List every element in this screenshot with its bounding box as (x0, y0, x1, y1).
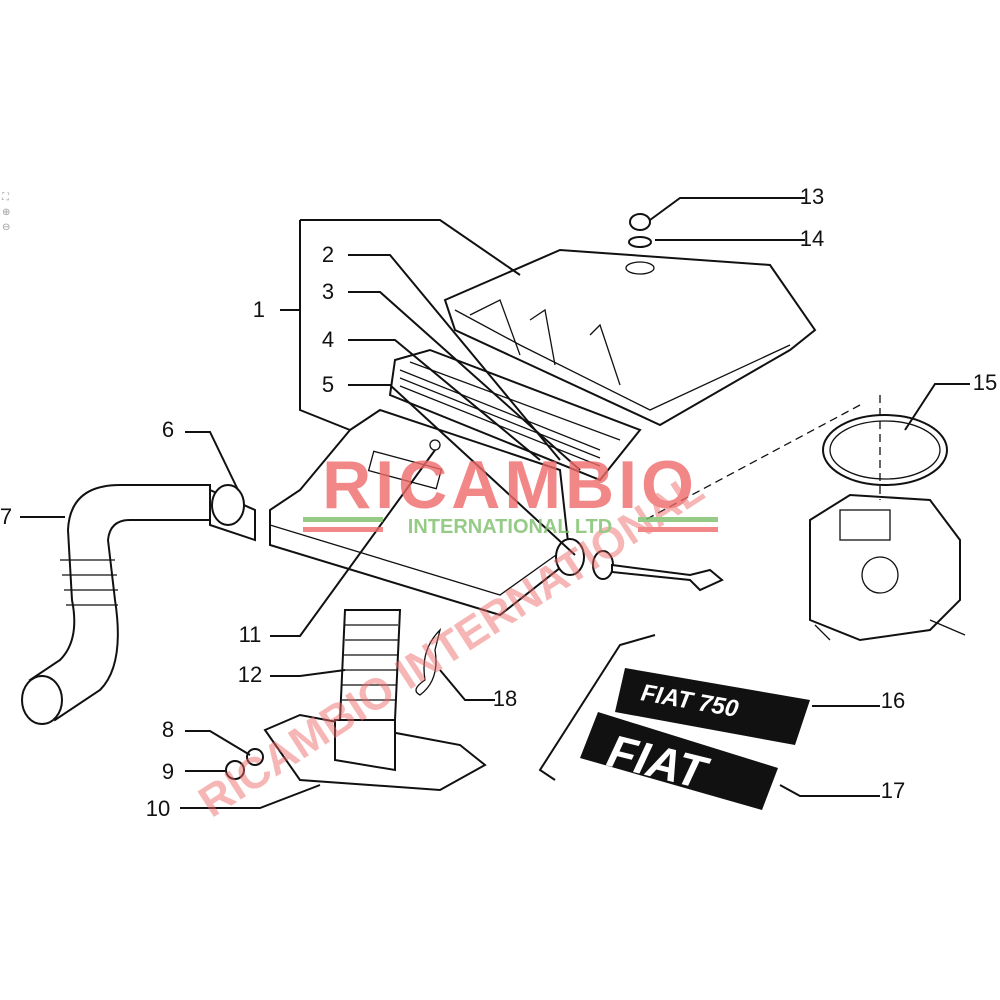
cap-washer (628, 236, 652, 248)
intake-hose (21, 484, 256, 725)
svg-text:FIAT: FIAT (603, 724, 715, 799)
gasket (822, 414, 948, 486)
callout-6: 6 (162, 417, 174, 442)
callout-10: 10 (146, 796, 170, 821)
zoom-in-icon[interactable]: ⊕ (2, 207, 11, 218)
svg-text:INTERNATIONAL LTD: INTERNATIONAL LTD (408, 516, 612, 538)
callout-7: 7 (0, 504, 12, 529)
badge-fiat-750: FIAT 750 (615, 668, 810, 745)
filter-cover (443, 248, 817, 427)
callout-8: 8 (162, 717, 174, 742)
leader-lines (20, 197, 970, 809)
callout-9: 9 (162, 759, 174, 784)
callout-17: 17 (881, 778, 905, 803)
clip (415, 627, 442, 696)
nut (225, 760, 245, 780)
callout-labels: 1 2 3 4 5 6 7 8 9 10 11 12 13 14 15 16 1… (0, 184, 997, 821)
callout-2: 2 (322, 242, 334, 267)
callout-3: 3 (322, 279, 334, 304)
cap-nut (629, 213, 651, 231)
callout-18: 18 (493, 686, 517, 711)
washer (246, 748, 264, 766)
zoom-out-icon[interactable]: ⊖ (2, 222, 11, 233)
callout-5: 5 (322, 372, 334, 397)
carburettor (809, 493, 966, 642)
callout-4: 4 (322, 327, 334, 352)
callout-13: 13 (800, 184, 824, 209)
callout-16: 16 (881, 688, 905, 713)
callout-11: 11 (239, 622, 262, 647)
callout-12: 12 (238, 662, 262, 687)
callout-15: 15 (973, 370, 997, 395)
filter-element (388, 348, 642, 482)
fullscreen-icon[interactable]: ⛶ (2, 192, 9, 203)
svg-text:RICAMBIO: RICAMBIO (322, 447, 698, 523)
air-duct (263, 609, 487, 792)
callout-1: 1 (253, 297, 265, 322)
callout-14: 14 (800, 226, 824, 251)
